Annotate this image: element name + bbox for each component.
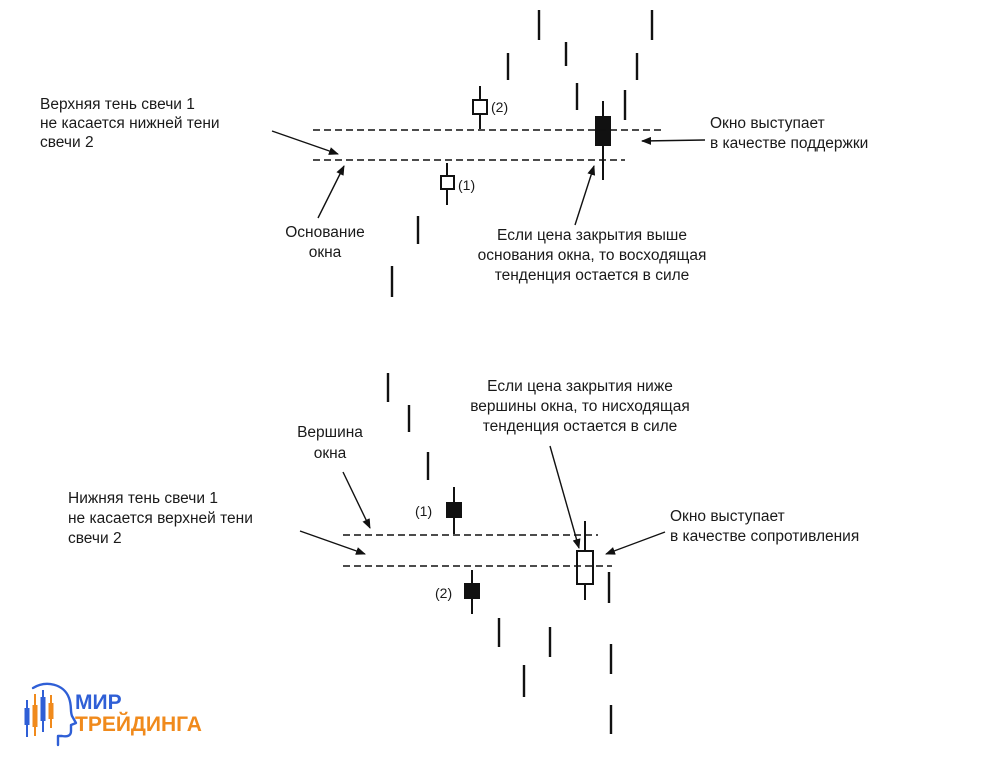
label-support-line2: в качестве поддержки [710,135,868,152]
label-top-line2: окна [314,445,347,462]
arrow-shadows-bottom [299,530,366,555]
logo: МИР ТРЕЙДИНГА [24,682,202,747]
arrow-base [317,165,345,219]
arrow-shadows [271,130,339,155]
label-shadows-top-line1: Верхняя тень свечи 1 [40,96,195,113]
candle-1-bottom [446,487,462,534]
label-resistance-line2: в качестве сопротивления [670,528,859,545]
logo-line1: МИР [75,691,122,714]
label-shadows-bottom-line3: свечи 2 [68,530,122,547]
falling-window-chart [386,373,613,734]
support-candle [595,101,611,180]
label-base-line2: окна [309,244,342,261]
label-top-line1: Вершина [297,424,363,441]
label-shadows-top-line3: свечи 2 [40,134,94,151]
head-chart-icon [24,682,78,747]
arrow-support [641,136,706,145]
candle-2-bottom [464,570,480,614]
candle-2 [472,86,488,129]
rising-window-chart [390,10,654,297]
label-candle-2-bottom: (2) [435,585,452,601]
label-support-line1: Окно выступает [710,115,825,132]
label-shadows-bottom-line2: не касается верхней тени [68,510,253,527]
arrow-top [342,471,371,529]
label-close-bottom-line3: тенденция остается в силе [483,418,678,435]
arrow-close-bottom [549,445,581,549]
label-resistance-line1: Окно выступает [670,508,785,525]
label-close-top-line3: тенденция остается в силе [495,267,690,284]
arrow-close-top [574,165,596,226]
label-shadows-bottom-line1: Нижняя тень свечи 1 [68,490,218,507]
label-shadows-top-line2: не касается нижней тени [40,115,220,132]
label-candle-1-top: (1) [458,177,475,193]
logo-line2: ТРЕЙДИНГА [75,712,202,736]
label-close-top-line2: основания окна, то восходящая [478,247,707,264]
label-candle-2-top: (2) [491,99,508,115]
label-base-line1: Основание [285,224,365,241]
candle-1 [440,163,455,205]
arrow-resistance [605,531,666,555]
label-close-top-line1: Если цена закрытия выше [497,227,687,244]
label-close-bottom-line1: Если цена закрытия ниже [487,378,673,395]
label-close-bottom-line2: вершины окна, то нисходящая [470,398,689,415]
resistance-candle [576,521,594,600]
label-candle-1-bottom: (1) [415,503,432,519]
